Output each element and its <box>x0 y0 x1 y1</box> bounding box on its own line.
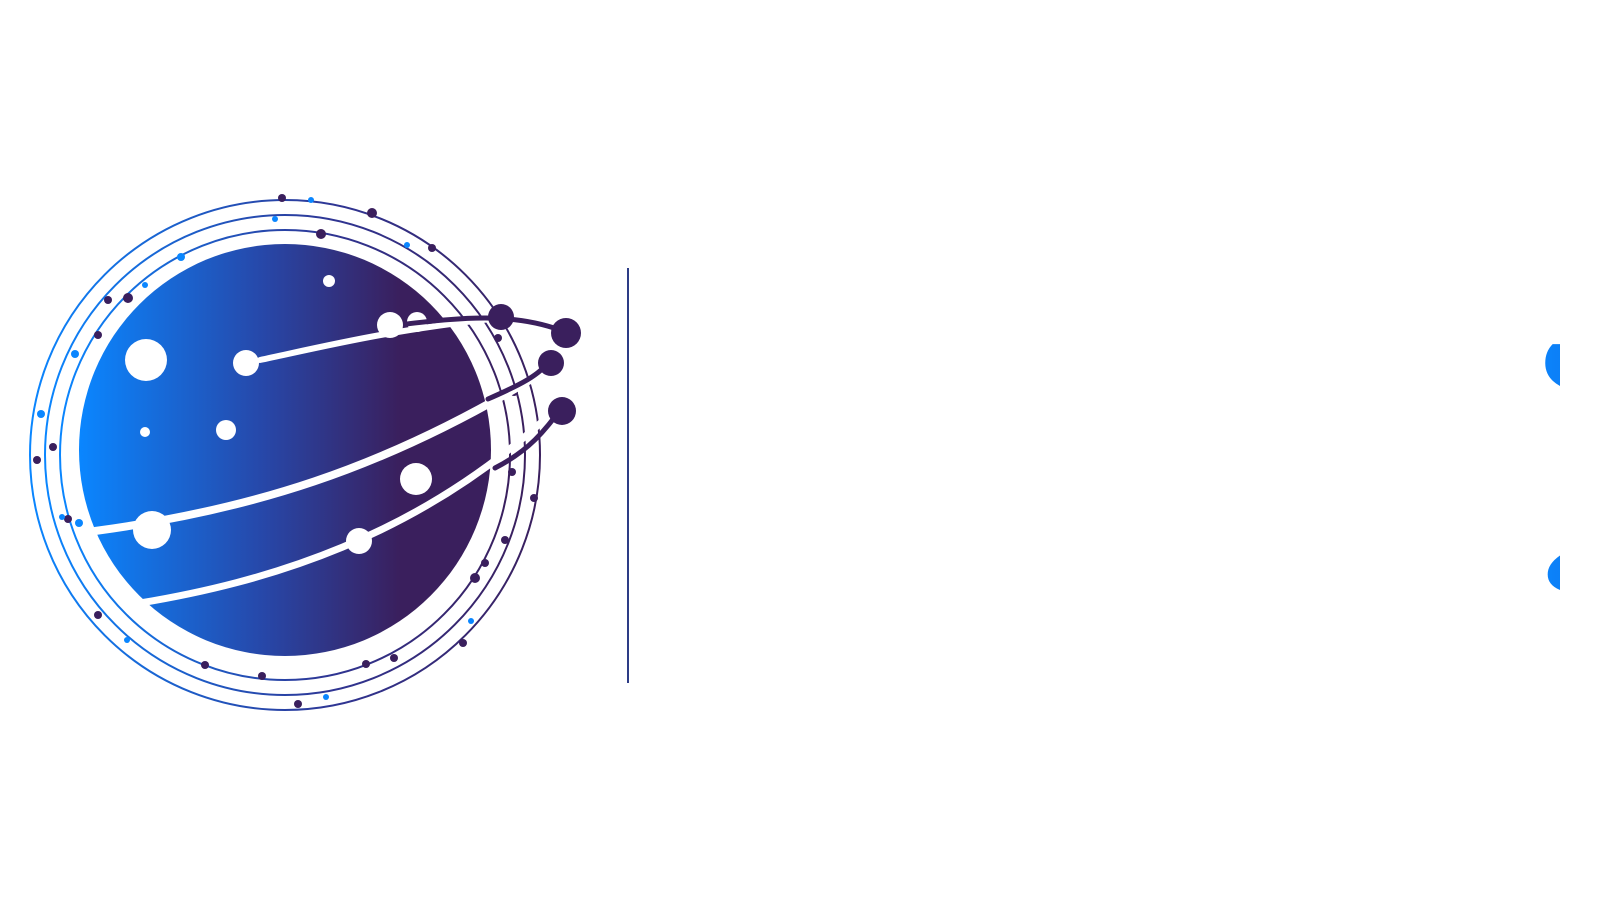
constellation <box>125 275 432 554</box>
brand-name-line-2: العالية <box>1530 441 1560 630</box>
globe <box>79 244 491 656</box>
circuit-nodes <box>33 194 538 708</box>
orbit-end-nodes <box>488 304 581 425</box>
brand-wordmark: الشهب العالية <box>1530 238 1560 630</box>
divider <box>627 268 629 683</box>
circuit-nodes-blue <box>37 197 474 700</box>
brand-name-line-1: الشهب <box>1530 238 1560 437</box>
